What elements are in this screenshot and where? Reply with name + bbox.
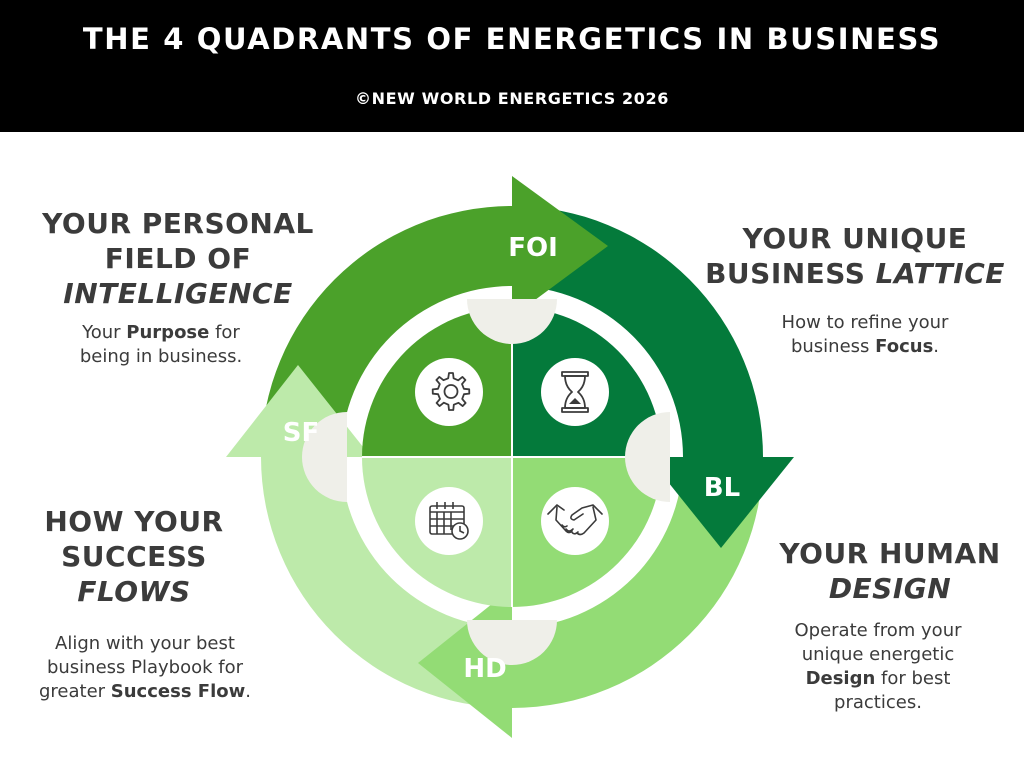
desc-bold: Purpose [126, 322, 210, 343]
heading-line: BUSINESS [705, 257, 876, 290]
heading-top-right: YOUR UNIQUE BUSINESS LATTICE [690, 221, 1020, 291]
desc-text: for being in business. [79, 322, 243, 367]
desc-text: How to refine your business [781, 312, 949, 357]
heading-bottom-right: YOUR HUMAN DESIGN [755, 536, 1024, 606]
hd-label: HD [463, 654, 506, 684]
sf-label: SF [283, 418, 320, 448]
heading-italic: LATTICE [875, 257, 1005, 290]
heading-italic: INTELLIGENCE [63, 277, 293, 310]
heading-bottom-left: HOW YOUR SUCCESS FLOWS [18, 504, 250, 609]
description-bottom-left: Align with your best business Playbook f… [20, 632, 270, 704]
desc-bold: Focus [875, 336, 934, 357]
heading-line: YOUR UNIQUE [742, 222, 968, 255]
foi-arrowhead [512, 176, 608, 317]
foi-ring-segment [261, 206, 512, 457]
bl-arrowhead [648, 457, 794, 548]
copyright-subtitle: ©NEW WORLD ENERGETICS 2026 [355, 89, 669, 108]
heading-italic: DESIGN [828, 572, 952, 605]
description-bottom-right: Operate from your unique energetic Desig… [770, 619, 986, 715]
connector-bottom [467, 620, 557, 665]
handshake-icon [541, 487, 609, 555]
description-top-left: Your Purpose for being in business. [56, 321, 266, 369]
heading-line: YOUR PERSONAL [42, 207, 314, 240]
gear-icon [415, 358, 483, 426]
bl-label: BL [704, 473, 740, 503]
heading-line: SUCCESS [61, 540, 207, 573]
heading-top-left: YOUR PERSONAL FIELD OF INTELLIGENCE [28, 206, 328, 311]
desc-bold: Success Flow [110, 681, 246, 702]
heading-italic: FLOWS [77, 575, 191, 608]
desc-text: for best practices. [834, 668, 951, 713]
desc-text: . [245, 681, 251, 702]
desc-text: Your [82, 322, 127, 343]
connector-left [302, 412, 347, 502]
heading-line: FIELD OF [104, 242, 252, 275]
page-title: THE 4 QUADRANTS OF ENERGETICS IN BUSINES… [82, 22, 942, 56]
calendar-clock-icon [415, 487, 483, 555]
connector-right [625, 412, 670, 502]
heading-line: HOW YOUR [44, 505, 224, 538]
foi-label: FOI [508, 233, 558, 263]
desc-text: Operate from your unique energetic [794, 620, 962, 665]
header-banner: THE 4 QUADRANTS OF ENERGETICS IN BUSINES… [0, 0, 1024, 132]
desc-text: . [933, 336, 940, 357]
connector-top [467, 299, 557, 344]
description-top-right: How to refine your business Focus. [760, 311, 970, 359]
desc-text: Align with your best business Playbook f… [38, 633, 244, 702]
hourglass-icon [541, 358, 609, 426]
desc-bold: Design [805, 668, 876, 689]
heading-line: YOUR HUMAN [779, 537, 1001, 570]
